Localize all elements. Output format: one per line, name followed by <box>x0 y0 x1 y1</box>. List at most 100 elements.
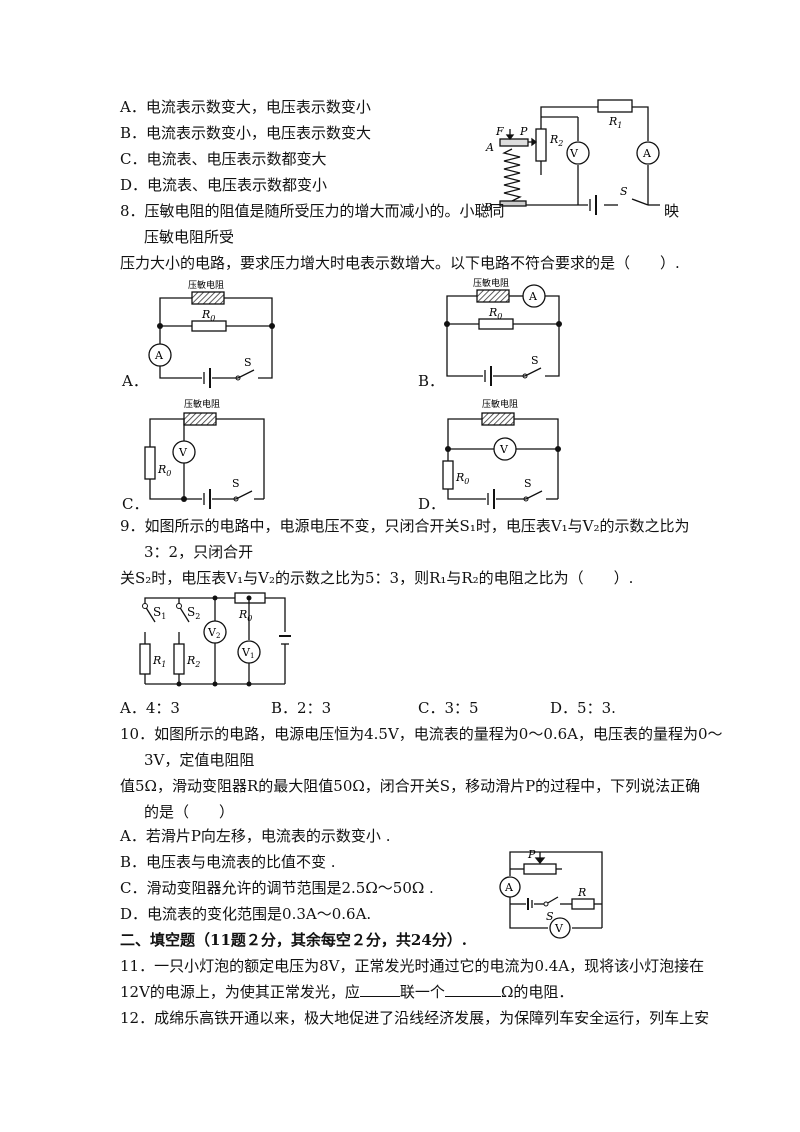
svg-text:R0: R0 <box>157 463 171 478</box>
svg-text:V1: V1 <box>241 646 254 660</box>
q8b-r0-label: R <box>488 306 497 319</box>
q7-voltmeter-label: V <box>569 147 579 160</box>
q7-slider-label: P <box>519 125 528 138</box>
q8b-ammeter-label: A <box>528 290 538 303</box>
q8c-r0-label: R <box>157 463 166 476</box>
q12-line1: 12．成绵乐高铁开通以来，极大地促进了沿线经济发展，为保障列车安全运行，列车上安 <box>120 1009 710 1027</box>
q8-label-d: D． <box>418 495 446 513</box>
q11-blank-resistance[interactable] <box>444 982 501 997</box>
q9-r0-sub: 0 <box>247 614 252 623</box>
q10-slider-label: P <box>527 848 536 861</box>
svg-text:S1: S1 <box>153 605 166 621</box>
q8a-r0-sub: 0 <box>210 314 215 323</box>
q9-r0-label: R <box>238 608 247 621</box>
q7-r1-sub: 1 <box>617 121 622 130</box>
q8-label-c: C． <box>122 495 149 513</box>
q7-switch-label: S <box>620 185 628 198</box>
q9-option-a: A．4：3 <box>120 699 180 717</box>
q11-line2-c: Ω的电阻． <box>500 983 574 1001</box>
q7-option-b: B．电流表示数变小，电压表示数变大 <box>120 124 372 142</box>
q8b-r0-sub: 0 <box>497 312 502 321</box>
q7-force-label: F <box>495 125 504 138</box>
svg-text:R1: R1 <box>152 654 166 669</box>
q7-end-b-label: B <box>483 201 492 214</box>
q8b-switch-label: S <box>531 354 539 367</box>
q8a-r0-label: R <box>201 308 210 321</box>
svg-text:R0: R0 <box>238 608 252 623</box>
svg-text:R0: R0 <box>455 471 469 486</box>
q7-r2-label: R <box>549 133 558 146</box>
q10-line2: 3V，定值电阻阻 <box>144 751 255 769</box>
q10-switch-label: S <box>546 910 554 923</box>
q8d-sensor-label: 压敏电阻 <box>482 398 518 410</box>
q8b-sensor-label: 压敏电阻 <box>473 277 509 289</box>
q11-line2-a: 12V的电源上，为使其正常发光，应 <box>120 983 360 1001</box>
q9-v1-label: V <box>241 646 251 659</box>
q8d-voltmeter-label: V <box>499 443 509 456</box>
q8a-ammeter-label: A <box>154 349 164 362</box>
q8-circuit-a: 压敏电阻 R0 A S <box>148 279 275 388</box>
q8d-switch-label: S <box>524 477 532 490</box>
q8-line2: 压敏电阻所受 <box>144 228 235 246</box>
q8a-sensor-label: 压敏电阻 <box>188 279 224 291</box>
q10-line4: 的是（ ） <box>144 803 235 821</box>
q9-s1-label: S <box>153 605 161 619</box>
q7-option-d: D．电流表、电压表示数都变小 <box>120 176 328 194</box>
q7-r2-sub: 2 <box>557 139 563 148</box>
q7-ammeter-label: A <box>642 147 652 160</box>
q11-blank-connection[interactable] <box>359 982 400 997</box>
q8c-r0-sub: 0 <box>166 469 171 478</box>
q9-r1-sub: 1 <box>161 660 166 669</box>
q8c-sensor-label: 压敏电阻 <box>184 398 220 410</box>
q7-circuit-diagram: V A R1 R2 F P A B S <box>483 99 660 215</box>
q8-line3: 压力大小的电路，要求压力增大时电表示数增大。以下电路不符合要求的是（ ）. <box>120 254 680 272</box>
q10-line3: 值5Ω，滑动变阻器R的最大阻值50Ω，闭合开关S，移动滑片P的过程中，下列说法正… <box>120 777 701 795</box>
q8d-r0-label: R <box>455 471 464 484</box>
q9-option-b: B．2：3 <box>271 699 332 717</box>
svg-text:R0: R0 <box>488 306 502 321</box>
q9-s1-sub: 1 <box>161 612 166 621</box>
q9-line3: 关S₂时，电压表V₁与V₂的示数之比为5：3，则R₁与R₂的电阻之比为（ ）. <box>120 569 634 587</box>
q10-voltmeter-label: V <box>554 922 564 935</box>
q11-line2: 12V的电源上，为使其正常发光，应 联一个 Ω的电阻． <box>120 982 573 1002</box>
q10-resistor-label: R <box>577 886 586 899</box>
q9-r1-label: R <box>152 654 161 667</box>
q8-label-a: A． <box>122 372 148 390</box>
q10-option-c: C．滑动变阻器允许的调节范围是2.5Ω～50Ω . <box>120 879 434 897</box>
q8-circuit-b: 压敏电阻 R0 A S <box>444 277 562 386</box>
section-title-fill-in: 二、填空题（11题２分，其余每空２分，共24分）. <box>120 931 467 949</box>
q10-circuit-diagram: P A S R V <box>499 848 603 939</box>
q11-line1: 11．一只小灯泡的额定电压为8V，正常发光时通过它的电流为0.4A，现将该小灯泡… <box>120 957 705 975</box>
q9-option-d: D．5：3. <box>550 699 616 717</box>
q10-line1: 10．如图所示的电路，电源电压恒为4.5V，电流表的量程为0～0.6A，电压表的… <box>120 725 723 743</box>
q8c-switch-label: S <box>232 477 240 490</box>
q10-ammeter-label: A <box>504 881 514 894</box>
q7-end-a-label: A <box>485 141 494 154</box>
q8c-voltmeter-label: V <box>178 446 188 459</box>
q9-option-c: C．3：5 <box>418 699 479 717</box>
q8a-switch-label: S <box>244 356 252 369</box>
q10-option-b: B．电压表与电流表的比值不变 . <box>120 853 336 871</box>
q8d-r0-sub: 0 <box>464 477 469 486</box>
svg-text:R0: R0 <box>201 308 215 323</box>
svg-text:R2: R2 <box>186 654 200 669</box>
q9-circuit-diagram: S1 S2 R0 R1 R2 V2 V1 <box>139 592 291 687</box>
q11-line2-b: 联一个 <box>399 983 445 1001</box>
svg-text:R2: R2 <box>549 133 563 148</box>
q8-circuit-c: 压敏电阻 R0 V S <box>144 398 265 509</box>
svg-text:S2: S2 <box>187 605 200 621</box>
q9-s2-sub: 2 <box>195 612 200 621</box>
q9-line1: 9．如图所示的电路中，电源电压不变，只闭合开关S₁时，电压表V₁与V₂的示数之比… <box>120 517 690 535</box>
q9-line2: 3：2，只闭合开 <box>144 543 254 561</box>
q7-option-a: A．电流表示数变大，电压表示数变小 <box>120 98 371 116</box>
q9-r2-label: R <box>186 654 195 667</box>
svg-text:V2: V2 <box>207 626 220 640</box>
q9-v1-sub: 1 <box>250 652 254 660</box>
svg-text:R1: R1 <box>608 115 622 130</box>
q8-circuit-d: 压敏电阻 R0 V S <box>442 398 561 509</box>
q8-line1-tail: 映 <box>664 202 680 220</box>
q7-option-c: C．电流表、电压表示数都变大 <box>120 150 327 168</box>
q9-v2-sub: 2 <box>216 632 220 640</box>
q9-s2-label: S <box>187 605 195 619</box>
q8-label-b: B． <box>418 372 445 390</box>
